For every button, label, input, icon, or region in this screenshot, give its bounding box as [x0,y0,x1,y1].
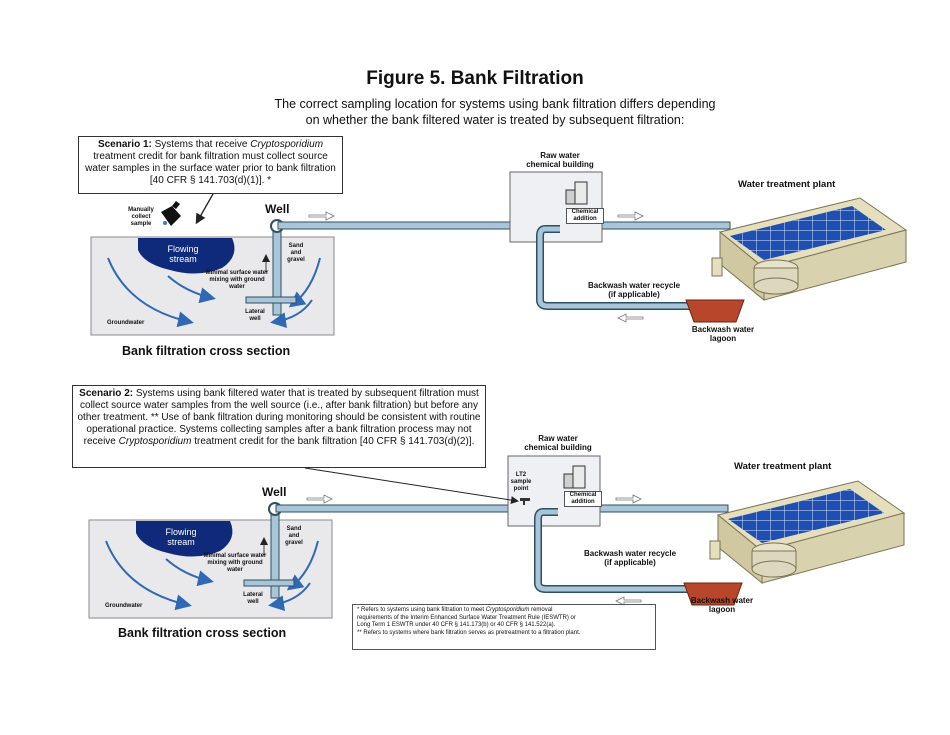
scenario1-heading: Scenario 1: [97,139,152,150]
bottom-flow-arrow-plant [615,494,642,504]
scenario1-pointer [195,193,214,225]
bottom-flow-arrow-return [615,596,642,606]
top-groundwater-label: Groundwater [107,320,145,326]
bottom-lateral-well [243,579,295,587]
scenario1-text-a: Systems that receive [154,139,248,150]
top-flow-arrow-1 [107,257,194,328]
bottom-recycle-pipe-fill [535,509,698,592]
scenario2-callout: Scenario 2: Systems using bank filtered … [72,385,486,468]
footnote-italic: Cryptosporidium [485,607,530,613]
footnote-line-2: requirements of the Interim Enhanced Sur… [357,614,576,621]
bottom-raw-water-label: Raw water chemical building [498,434,618,452]
top-water-treatment-plant [711,197,908,302]
scenario2-heading: Scenario 2: [79,388,134,399]
top-panel [90,171,908,336]
top-flow-arrow-return [617,313,644,323]
bottom-groundwater-label: Groundwater [105,603,143,609]
scenario1-callout: Scenario 1: Systems that receive Cryptos… [78,136,343,194]
bottom-flow-arrow-well [306,494,333,504]
top-well-label: Well [265,202,290,216]
hand-sample-icon [161,201,181,226]
top-chemical-tank [574,181,588,205]
subtitle-line-2: on whether the bank filtered water is tr… [305,113,685,127]
bottom-lateral-well-label: Lateral well [243,592,263,605]
top-recycle-pipe-fill [537,226,700,309]
top-lateral-well-label: Lateral well [245,309,265,322]
footnote-line-3: Long Term 1 ESWTR under 40 CFR § 141.173… [357,622,556,628]
subtitle-line-1: The correct sampling location for system… [274,97,716,111]
scenario2-text-b: treatment credit for the bank filtration… [194,436,475,447]
footnote-line-1a: * Refers to systems using bank filtratio… [357,607,485,613]
manual-sample-label: Manually collect sample [128,207,154,227]
top-lateral-well [245,296,297,304]
bottom-backwash-lagoon-label: Backwash water lagoon [690,596,754,614]
lt2-sample-faucet [520,498,530,501]
lt2-sample-point-label: LT2 sample point [510,472,532,492]
bottom-raw-water-text: Raw water chemical building [524,434,592,452]
scenario1-italic: Cryptosporidium [250,139,324,150]
bottom-flow-arrow-1 [105,540,192,611]
top-flow-arrow-2 [167,275,216,304]
scenario2-pointer [304,467,519,505]
figure-title: Figure 5. Bank Filtration [366,68,584,89]
scenario2-text-a: Systems using bank filtered water that i… [77,388,481,447]
top-treatment-plant-label: Water treatment plant [738,179,836,190]
scenario2-italic: Cryptosporidium [118,436,192,447]
top-cross-section-title: Bank filtration cross section [122,344,291,358]
top-flowing-stream-label: Flowing stream [167,244,199,264]
bottom-backwash-recycle-label: Backwash water recycle (if applicable) [583,549,677,567]
top-chemical-tank-2 [565,189,576,205]
top-raw-water-text: Raw water chemical building [526,151,594,169]
bottom-chemical-tank-2 [563,473,574,489]
top-flow-arrow-4 [270,299,313,329]
top-chemical-addition-label: Chemical addition [566,208,604,224]
top-sand-gravel-label: Sand and gravel [287,243,305,263]
bottom-minimal-mixing-label: Minimal surface water mixing with ground… [203,553,267,573]
bottom-flowing-stream-label: Flowing stream [165,527,197,547]
top-raw-water-label: Raw water chemical building [500,151,620,169]
bottom-well-label: Well [262,485,287,499]
bottom-chemical-addition-label: Chemical addition [564,491,602,507]
scenario1-text-b: treatment credit for bank filtration mus… [85,151,336,186]
top-flow-arrow-well [308,211,335,221]
top-backwash-lagoon-label: Backwash water lagoon [691,325,755,343]
top-minimal-mixing-label: Minimal surface water mixing with ground… [205,270,269,290]
top-backwash-lagoon [685,299,745,323]
bottom-sand-gravel-label: Sand and gravel [285,526,303,546]
footnote-line-1b: removal [531,607,553,613]
bottom-backwash-lagoon [683,582,743,606]
footnote-box: * Refers to systems using bank filtratio… [352,604,656,650]
footnote-line-4: ** Refers to systems where bank filtrati… [357,629,581,636]
figure-subtitle: The correct sampling location for system… [0,96,950,128]
bottom-panel [88,455,906,619]
footnote-line-1: * Refers to systems using bank filtratio… [357,607,651,615]
bottom-flowing-stream [136,521,233,557]
top-flowing-stream [138,238,235,274]
bottom-flow-arrow-4 [268,582,311,612]
bottom-chemical-tank [572,465,586,489]
bottom-water-treatment-plant [709,480,906,585]
bottom-cross-section-title: Bank filtration cross section [118,626,287,640]
bottom-flow-arrow-2 [165,558,214,587]
top-main-pipe [277,221,731,230]
top-flow-arrow-plant [617,211,644,221]
bottom-treatment-plant-label: Water treatment plant [734,461,832,472]
top-backwash-recycle-label: Backwash water recycle (if applicable) [587,281,681,299]
bottom-main-pipe [275,504,729,513]
